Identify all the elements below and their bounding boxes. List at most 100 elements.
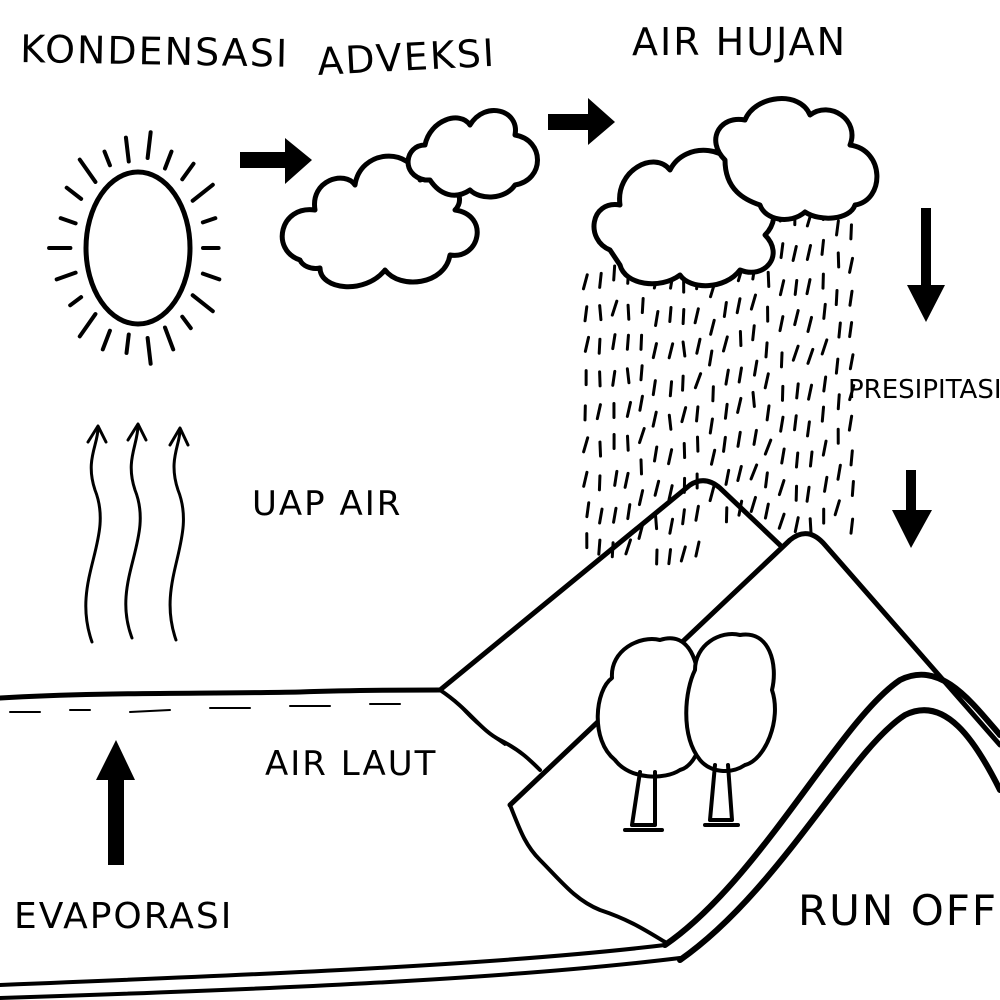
rain-drop: [654, 309, 660, 327]
rain-drop: [820, 238, 825, 256]
rain-drop: [598, 440, 603, 458]
rain-drop: [612, 506, 618, 524]
rain-drop: [751, 390, 756, 408]
rain-drop: [722, 435, 727, 453]
rain-drop: [752, 428, 758, 446]
rain-drop: [693, 372, 703, 390]
sun-ray: [200, 216, 218, 225]
sun-ray: [58, 216, 78, 226]
rain-drop: [836, 393, 841, 411]
rain-drop: [653, 445, 659, 463]
rain-drop: [667, 548, 672, 566]
rain-drop: [610, 299, 619, 317]
rain-drop: [667, 342, 675, 360]
rain-drop: [805, 485, 811, 503]
rain-drop: [681, 308, 686, 326]
rain-drop: [723, 402, 729, 420]
rain-drop: [695, 337, 702, 355]
vapor-arrows-icon: [84, 422, 190, 644]
rain-drop: [598, 271, 603, 289]
sun-ray: [54, 270, 78, 282]
rain-drop: [613, 469, 619, 487]
rain-drop: [583, 335, 591, 353]
rain-drop: [667, 448, 674, 466]
rain-drop: [651, 410, 658, 428]
sun-ray: [190, 182, 215, 203]
tree-icon: [684, 632, 777, 827]
sun-ray: [68, 295, 84, 308]
rain-drop: [668, 380, 674, 398]
sun-ray: [180, 161, 196, 182]
rain-drop: [721, 335, 729, 353]
rain-drop: [751, 324, 756, 342]
rain-drop: [612, 264, 617, 282]
rain-drop: [847, 414, 854, 432]
rain-drop: [806, 347, 815, 365]
cloud-icon: [405, 108, 540, 200]
rain-drop: [623, 471, 630, 489]
rain-drop: [835, 219, 840, 237]
rain-drop: [638, 427, 646, 445]
rain-drop: [765, 404, 771, 422]
rain-drop: [779, 351, 784, 369]
rain-drop: [681, 508, 686, 526]
rain-drop: [806, 420, 811, 438]
sun-ray: [145, 335, 153, 366]
rain-drop: [820, 338, 829, 356]
rain-drop: [724, 368, 730, 386]
rain-drop: [653, 513, 659, 531]
sun-ray: [180, 314, 193, 331]
rain-drop: [749, 293, 757, 311]
rain-drop: [625, 367, 631, 385]
sun-ray: [102, 149, 112, 168]
rain-drop: [708, 349, 714, 367]
sun-ray: [77, 312, 98, 339]
rain-drop: [850, 480, 855, 498]
rain-drop: [749, 495, 757, 513]
sun-ray: [200, 271, 222, 282]
label-uap-air: UAP AIR: [252, 484, 402, 524]
rain-drop: [709, 318, 716, 336]
rain-drop: [766, 270, 771, 288]
rain-drop: [667, 484, 674, 502]
rain-drop: [848, 289, 854, 307]
label-evaporasi: EVAPORASI: [14, 896, 233, 937]
sun-ray: [123, 135, 131, 164]
label-adveksi: ADVEKSI: [316, 31, 497, 84]
rain-drop: [822, 302, 827, 320]
arrow-up-icon: [96, 740, 135, 865]
rain-drop: [736, 430, 742, 448]
coastline-icon: [0, 688, 682, 1000]
rain-drop: [736, 464, 743, 482]
rain-drop: [667, 413, 673, 431]
sun-ray: [100, 328, 112, 352]
rain-drop: [834, 289, 839, 307]
rain-drop: [849, 449, 854, 467]
rain-drop: [791, 244, 798, 262]
rain-drop: [808, 517, 813, 535]
rain-drop: [752, 359, 759, 377]
rain-drop: [626, 303, 631, 321]
rain-drop: [708, 485, 716, 503]
rain-drop: [735, 297, 742, 315]
label-run-off: RUN OFF: [798, 886, 998, 935]
sea-icon: [0, 687, 443, 713]
rain-drop: [611, 333, 617, 351]
rain-drop: [763, 502, 770, 520]
rain-drop: [793, 516, 800, 534]
rain-drop: [694, 504, 700, 522]
rain-drop: [639, 333, 644, 351]
mountain-icon: [437, 478, 1000, 808]
sun-ray: [190, 293, 215, 314]
rain-drop: [793, 414, 798, 432]
rain-drop: [736, 396, 743, 414]
rain-drop: [805, 243, 813, 261]
arrow-right-icon: [240, 138, 312, 184]
rain-drop: [638, 394, 644, 412]
rain-drop: [626, 434, 630, 452]
rain-drop: [822, 375, 828, 393]
rain-drop: [597, 337, 602, 355]
rain-drop: [722, 301, 728, 319]
label-air-laut: AIR LAUT: [265, 744, 437, 784]
rain-drop: [637, 489, 645, 507]
